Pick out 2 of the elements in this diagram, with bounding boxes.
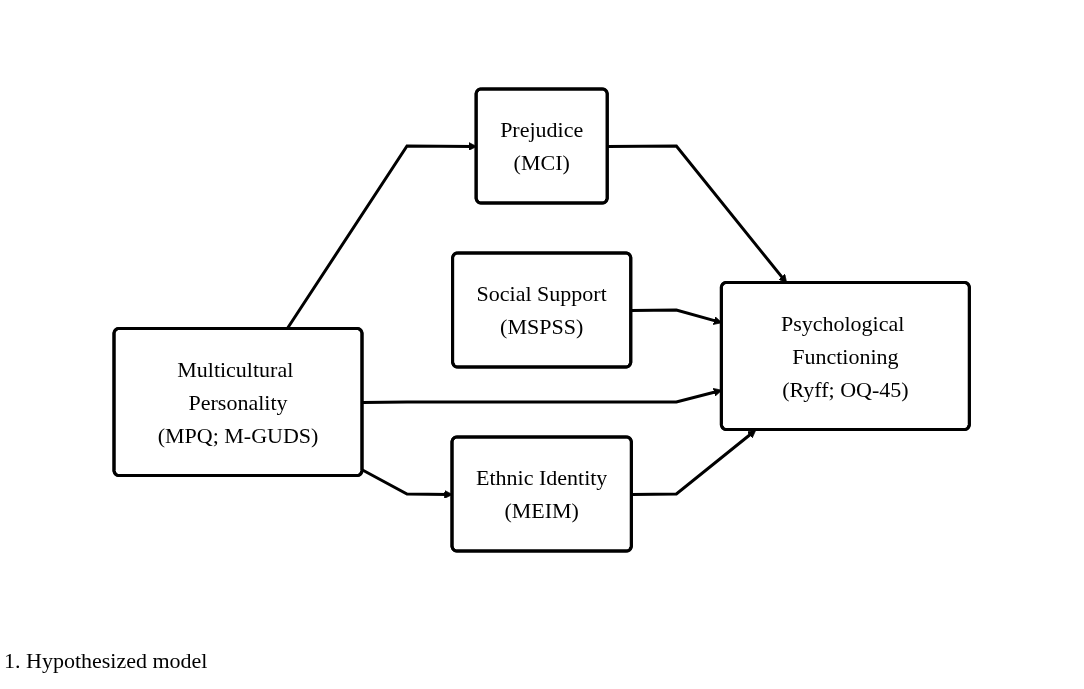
arrow <box>632 429 757 496</box>
figure-caption: 1. Hypothesized model <box>4 648 208 674</box>
